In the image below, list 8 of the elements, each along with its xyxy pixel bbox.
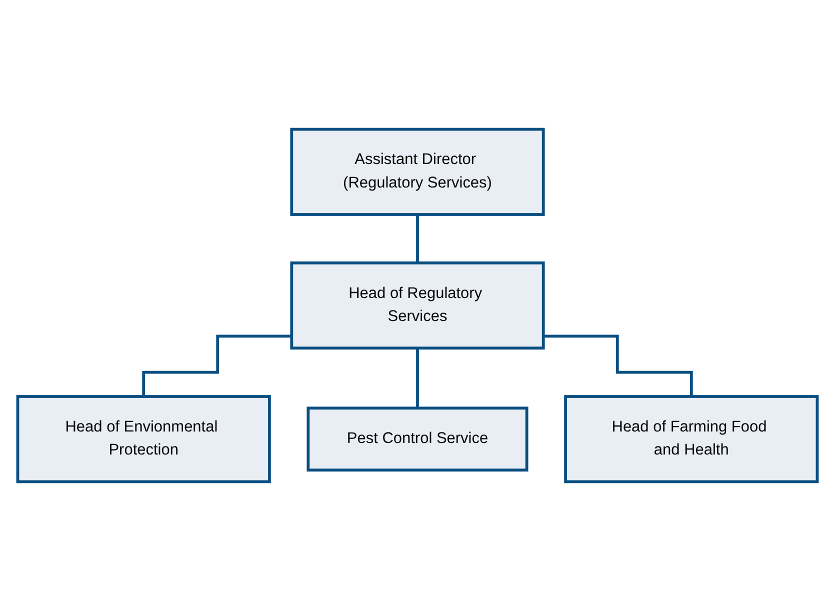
node-box: Head of Envionmental Protection <box>16 395 271 484</box>
node-box: Head of Farming Food and Health <box>564 395 819 484</box>
node-box: Pest Control Service <box>306 406 528 472</box>
connector <box>142 334 292 398</box>
connector <box>543 334 693 398</box>
node-box: Head of Regulatory Services <box>290 261 545 350</box>
node-box: Assistant Director (Regulatory Services) <box>290 128 545 216</box>
connector <box>416 213 419 264</box>
